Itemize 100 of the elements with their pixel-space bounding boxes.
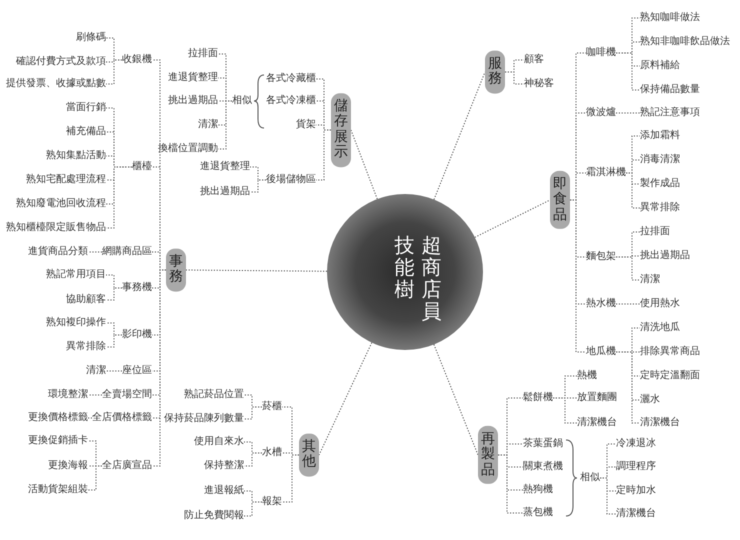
skill-label: 進貨商品分類 <box>28 246 88 258</box>
dotted-connector <box>106 370 122 372</box>
skill-label: 全店價格標籤 <box>92 412 152 424</box>
skill-label: 進退貨整理 <box>168 72 218 84</box>
dotted-connector <box>244 502 262 516</box>
skill-label: 拉排面 <box>640 226 670 238</box>
skill-label: 挑出過期品 <box>168 95 218 107</box>
skill-label: 原料補給 <box>640 60 680 72</box>
skill-label: 更換價格標籤 <box>28 412 88 424</box>
skill-label: 添加霜料 <box>640 130 680 142</box>
skill-label: 相似 <box>232 95 252 107</box>
skill-label: 霜淇淋機 <box>586 167 626 179</box>
skill-label: 補充備品 <box>66 126 106 138</box>
skill-label: 關東煮機 <box>523 461 563 473</box>
skill-label: 相似 <box>580 472 600 484</box>
skill-label: 報架 <box>262 496 282 508</box>
skill-label: 蒸包機 <box>523 507 553 519</box>
title-text: 超商店員技能樹 <box>394 234 442 322</box>
dotted-connector <box>244 406 262 420</box>
skill-label: 熟記菸品位置 <box>184 389 244 401</box>
category-pill: 即食品 <box>550 170 570 230</box>
skill-label: 菸櫃 <box>262 401 282 413</box>
skill-label: 刷條碼 <box>76 32 106 44</box>
skill-label: 熟知非咖啡飲品做法 <box>640 36 730 48</box>
skill-label: 更換海報 <box>48 460 88 472</box>
skill-label: 清潔 <box>198 119 218 131</box>
skill-label: 熟記常用項目 <box>46 269 106 281</box>
skill-label: 使用自來水 <box>194 436 244 448</box>
category-pill: 事務 <box>166 248 186 292</box>
skill-label: 熟知咖啡做法 <box>640 12 700 24</box>
skill-label: 神秘客 <box>524 78 554 90</box>
dotted-connector <box>152 270 166 466</box>
skill-label: 鬆餅機 <box>523 392 553 404</box>
skill-label: 定時定溫翻面 <box>640 370 700 382</box>
skill-label: 事務機 <box>122 282 152 294</box>
dotted-connector <box>350 130 378 200</box>
dotted-connector <box>244 452 262 466</box>
skill-label: 排除異常商品 <box>640 346 700 358</box>
skill-label: 熱水機 <box>586 298 616 310</box>
skill-label: 微波爐 <box>586 107 616 119</box>
skill-label: 拉排面 <box>188 48 218 60</box>
dotted-connector <box>626 172 640 208</box>
skill-label: 麵包架 <box>586 251 616 263</box>
dotted-connector <box>106 334 122 348</box>
skill-label: 地瓜機 <box>586 346 616 358</box>
dotted-connector <box>433 344 478 456</box>
skill-label: 清潔 <box>640 274 660 286</box>
dotted-connector <box>504 72 524 84</box>
category-pill: 再製品 <box>478 426 498 484</box>
dotted-connector <box>433 72 486 200</box>
skill-label: 進退貨整理 <box>200 161 250 173</box>
skill-label: 更換促銷插卡 <box>28 435 88 447</box>
dotted-connector <box>616 52 640 90</box>
skill-label: 放置麵團 <box>577 392 617 404</box>
skill-label: 灑水 <box>640 394 660 406</box>
skill-label: 保持菸品陳列數量 <box>164 413 244 425</box>
category-pill: 其他 <box>299 434 319 476</box>
category-pill: 儲存展示 <box>331 93 351 167</box>
skill-label: 確認付費方式及款項 <box>16 56 106 68</box>
skill-label: 協助顧客 <box>66 294 106 306</box>
skill-label: 異常排除 <box>640 202 680 214</box>
skill-label: 使用熱水 <box>640 298 680 310</box>
dotted-connector <box>186 270 328 272</box>
skill-label: 全賣場空間 <box>102 389 152 401</box>
dotted-connector <box>600 478 616 514</box>
skill-label: 熟知廢電池回收流程 <box>16 198 106 210</box>
skill-label: 定時加水 <box>616 485 656 497</box>
skill-label: 異常排除 <box>66 341 106 353</box>
skill-label: 全店廣宣品 <box>102 460 152 472</box>
skill-label: 調理程序 <box>616 461 656 473</box>
skill-label: 挑出過期品 <box>640 250 690 262</box>
skill-label: 製作成品 <box>640 178 680 190</box>
skill-label: 茶葉蛋鍋 <box>523 438 563 450</box>
skill-label: 貨架 <box>296 119 316 131</box>
skill-label: 各式冷藏櫃 <box>266 73 316 85</box>
skill-label: 網購商品區 <box>102 246 152 258</box>
skill-label: 保持備品數量 <box>640 84 700 96</box>
dotted-connector <box>616 352 640 424</box>
skill-label: 提供發票、收據或點數 <box>6 78 106 90</box>
dotted-connector <box>498 454 524 514</box>
dotted-connector <box>106 60 122 84</box>
skill-label: 收銀機 <box>122 54 152 66</box>
dotted-connector <box>552 398 578 424</box>
dotted-connector <box>282 454 300 502</box>
skill-label: 櫃檯 <box>132 161 152 173</box>
skill-label: 清潔 <box>86 365 106 377</box>
skill-label: 清洗地瓜 <box>640 322 680 334</box>
skill-label: 保持整潔 <box>204 460 244 472</box>
dotted-connector <box>570 200 586 352</box>
dotted-connector <box>106 166 132 228</box>
skill-label: 換檔位置調動 <box>158 143 218 155</box>
skill-label: 熟知宅配處理流程 <box>26 174 106 186</box>
skill-label: 當面行銷 <box>66 102 106 114</box>
dotted-connector <box>616 256 640 280</box>
skill-label: 咖啡機 <box>586 47 616 59</box>
dotted-connector <box>250 180 266 192</box>
skill-label: 後場儲物區 <box>266 174 316 186</box>
dotted-connector <box>474 200 550 238</box>
skill-label: 熟知複印操作 <box>46 317 106 329</box>
category-pill: 服務 <box>485 50 505 94</box>
